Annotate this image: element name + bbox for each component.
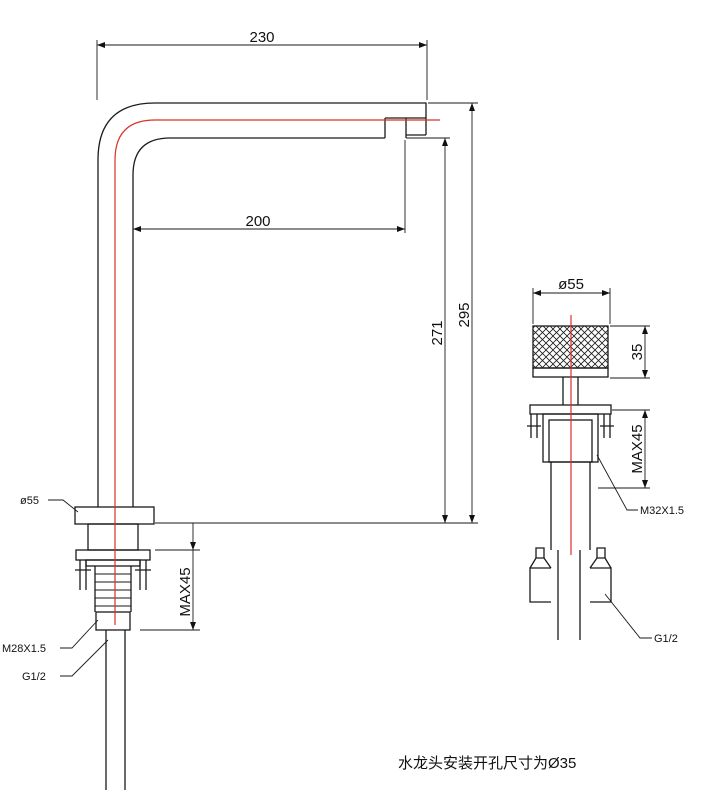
label-max45-right: MAX45 bbox=[629, 424, 646, 473]
dim-handle-height bbox=[610, 325, 650, 379]
label-271: 271 bbox=[429, 320, 446, 345]
leader-base-diameter bbox=[48, 499, 79, 513]
label-inlet-left: G1/2 bbox=[22, 671, 46, 683]
dim-overall-width bbox=[96, 40, 428, 100]
label-35: 35 bbox=[629, 344, 646, 361]
leader-inlet bbox=[60, 639, 109, 677]
label-base-diameter: ø55 bbox=[20, 495, 39, 507]
label-inlet-right: G1/2 bbox=[654, 633, 678, 645]
dim-handle-diameter bbox=[532, 288, 611, 324]
waterway-centerline bbox=[114, 119, 440, 625]
label-thread-left: M28X1.5 bbox=[2, 643, 46, 655]
label-230: 230 bbox=[249, 29, 274, 46]
leader-thread-right bbox=[596, 454, 638, 511]
label-200: 200 bbox=[245, 213, 270, 230]
label-295: 295 bbox=[456, 302, 473, 327]
leader-thread bbox=[60, 619, 99, 649]
leader-inlet-right bbox=[604, 593, 652, 639]
dim-max-thickness-right bbox=[598, 409, 650, 489]
dim-spout-reach bbox=[133, 140, 406, 233]
label-handle-diameter: ø55 bbox=[558, 276, 584, 293]
dim-max-thickness-left bbox=[140, 523, 200, 631]
dim-heights bbox=[155, 102, 478, 524]
label-thread-right: M32X1.5 bbox=[640, 505, 684, 517]
faucet-body bbox=[74, 102, 427, 790]
installation-note: 水龙头安装开孔尺寸为Ø35 bbox=[398, 755, 576, 772]
label-max45-left: MAX45 bbox=[177, 567, 194, 616]
